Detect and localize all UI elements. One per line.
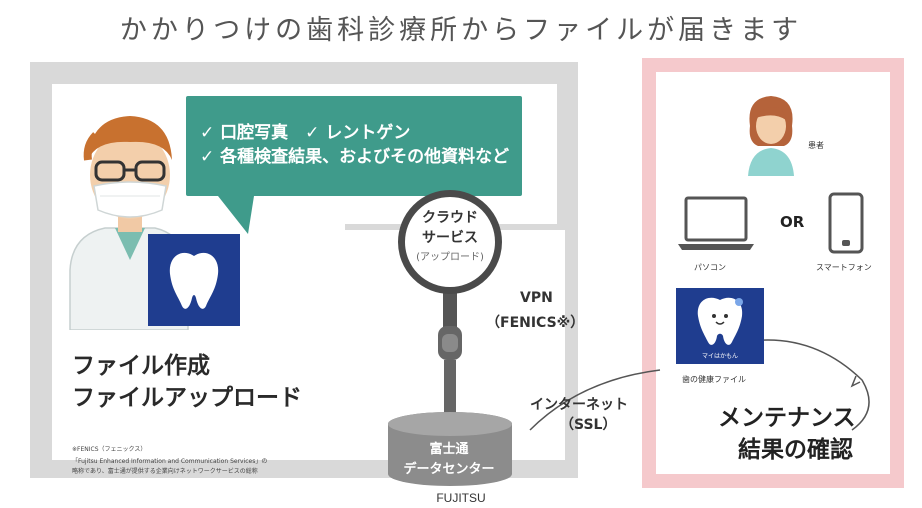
patient-illustration [748, 96, 794, 176]
tooth-icon [169, 252, 219, 309]
or-label: OR [780, 213, 805, 231]
footnote-line-2: 「Fujitsu Enhanced Information and Commun… [72, 458, 268, 465]
app-caption: 歯の健康ファイル [682, 375, 746, 384]
patient-label: 患者 [808, 141, 824, 150]
file-types-bubble: ✓ 口腔写真 ✓ レントゲン ✓ 各種検査結果、およびその他資料など [186, 96, 522, 196]
datacenter-line-2: データセンター [403, 462, 495, 477]
vpn-label: VPN [520, 290, 553, 306]
internet-label: インターネット [530, 397, 628, 413]
network-pole [388, 288, 512, 486]
results-check-label: 結果の確認 [738, 437, 853, 463]
speech-bubble-tail [218, 196, 254, 234]
cloud-service-node: クラウド サービス (アップロード) [398, 190, 502, 294]
smiling-tooth-icon [697, 297, 743, 345]
pc-label: パソコン [694, 263, 726, 272]
tooth-file-card [148, 234, 240, 326]
phone-label: スマートフォン [816, 263, 872, 272]
page-title: かかりつけの歯科診療所からファイルが届きます [119, 15, 803, 46]
maintenance-label: メンテナンス [718, 405, 856, 431]
fujitsu-credit: FUJITSU [436, 491, 486, 505]
cloud-line-3: (アップロード) [416, 252, 484, 263]
cloud-line-2: サービス [422, 230, 478, 246]
footnote-line-1: ※FENICS（フェニックス） [72, 446, 147, 453]
datacenter-line-1: 富士通 [429, 442, 469, 457]
laptop-icon [678, 196, 754, 250]
app-logo-text: マイはかもん [702, 353, 739, 360]
ssl-label: （SSL） [560, 417, 617, 433]
bubble-line-1: ✓ 口腔写真 ✓ レントゲン [200, 123, 411, 143]
fenics-label: （FENICS※） [486, 315, 585, 331]
dental-file-app-card [676, 288, 764, 364]
file-create-label: ファイル作成 [72, 353, 210, 379]
cloud-line-1: クラウド [422, 210, 478, 226]
smartphone-icon [828, 192, 864, 254]
footnote-line-3: 略称であり、富士通が提供する企業向けネットワークサービスの総称 [72, 468, 258, 475]
file-upload-label: ファイルアップロード [72, 385, 302, 411]
bubble-line-2: ✓ 各種検査結果、およびその他資料など [200, 147, 510, 167]
